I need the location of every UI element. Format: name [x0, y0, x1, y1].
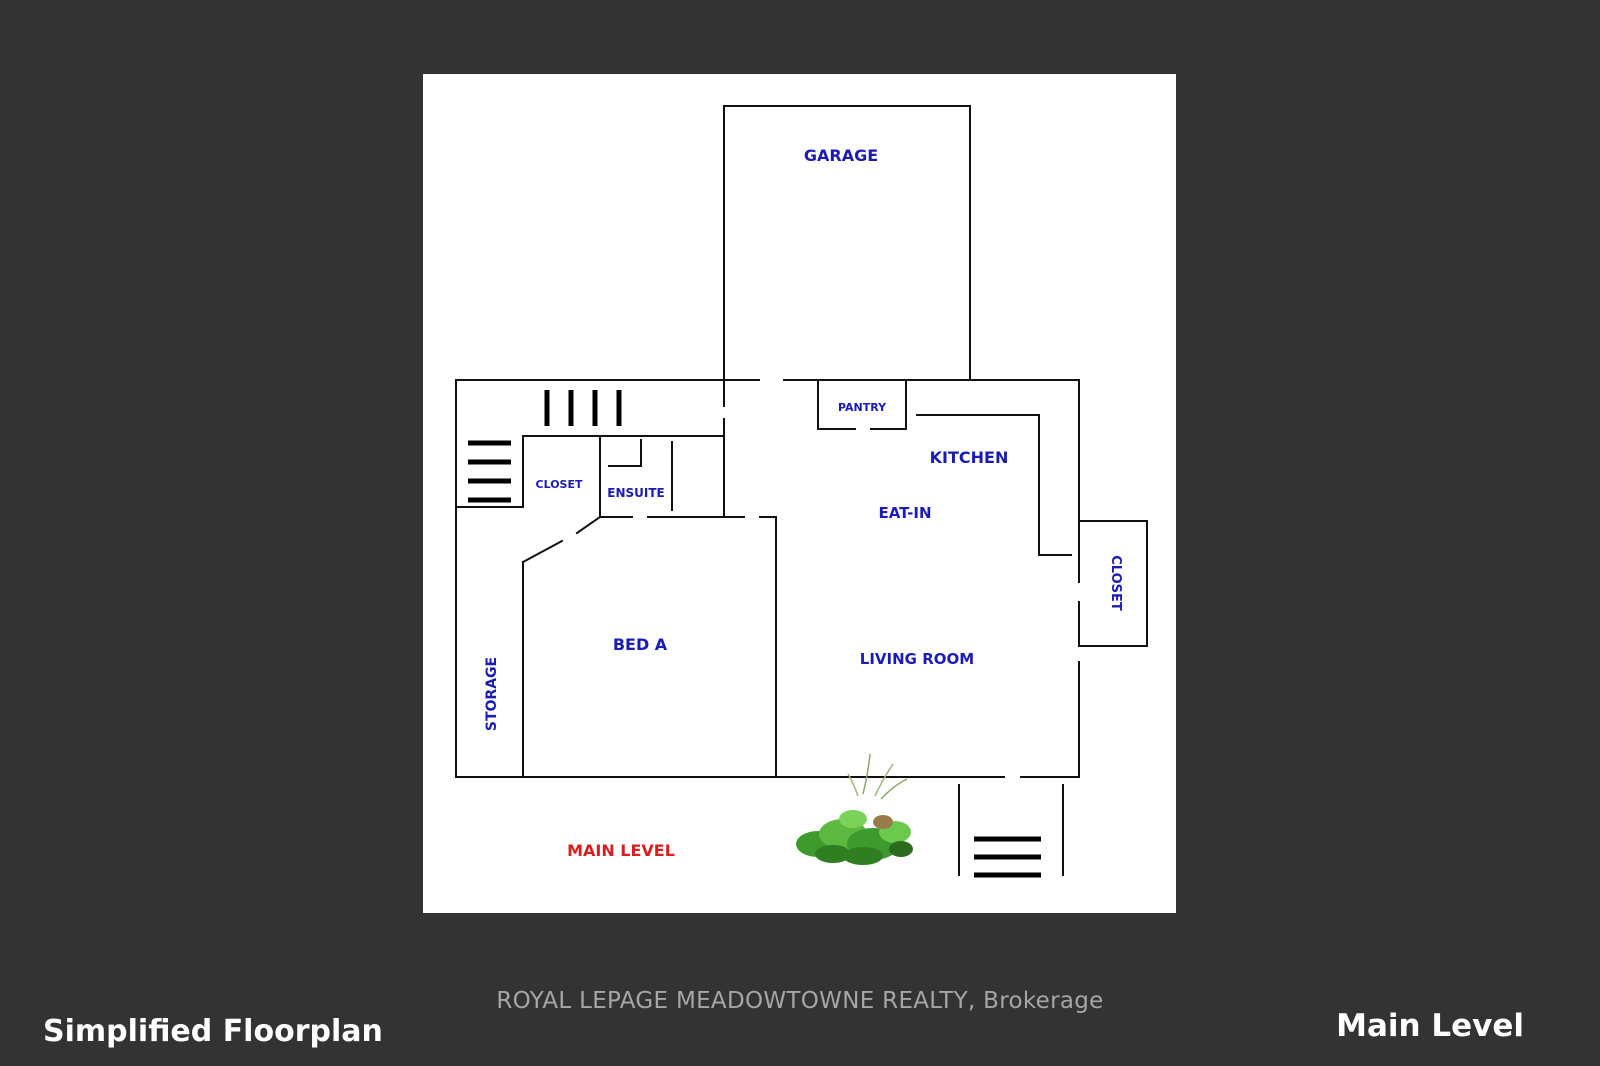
kitchen-wall: [916, 414, 1072, 556]
stairs-icon-top: [544, 390, 622, 426]
pantry-walls: [817, 379, 907, 430]
main-level-label: MAIN LEVEL: [567, 841, 675, 860]
entry-walls: [958, 784, 1064, 876]
ensuite-walls: [599, 435, 673, 518]
eat-in-label: EAT-IN: [878, 504, 931, 522]
bed-a-label: BED A: [613, 635, 668, 654]
footer-title-left: Simplified Floorplan: [43, 1014, 383, 1049]
brokerage-text: ROYAL LEPAGE MEADOWTOWNE REALTY, Brokera…: [496, 988, 1104, 1014]
walls: [455, 105, 1148, 876]
living-room-label: LIVING ROOM: [860, 650, 974, 668]
stairs-icon-entry: [974, 836, 1041, 878]
stairs-icon-left: [468, 440, 511, 503]
bed-angled-wall: [521, 515, 602, 564]
garage-walls: [723, 105, 971, 380]
footer-title-right: Main Level: [1336, 1008, 1524, 1044]
floorplan-drawing: GARAGE PANTRY KITCHEN CLOSET ENSUITE EAT…: [455, 105, 1148, 878]
garage-label: GARAGE: [804, 146, 878, 165]
closet-label: CLOSET: [536, 478, 583, 491]
ensuite-label: ENSUITE: [607, 486, 664, 500]
plant-icon: [796, 753, 913, 865]
storage-label: STORAGE: [484, 657, 500, 731]
side-closet-walls: [1078, 520, 1148, 647]
floorplan-card: GARAGE PANTRY KITCHEN CLOSET ENSUITE EAT…: [423, 74, 1176, 913]
pantry-label: PANTRY: [838, 401, 887, 414]
kitchen-label: KITCHEN: [930, 448, 1009, 467]
side-closet-label: CLOSET: [1108, 555, 1123, 611]
closet-walls: [455, 435, 725, 508]
